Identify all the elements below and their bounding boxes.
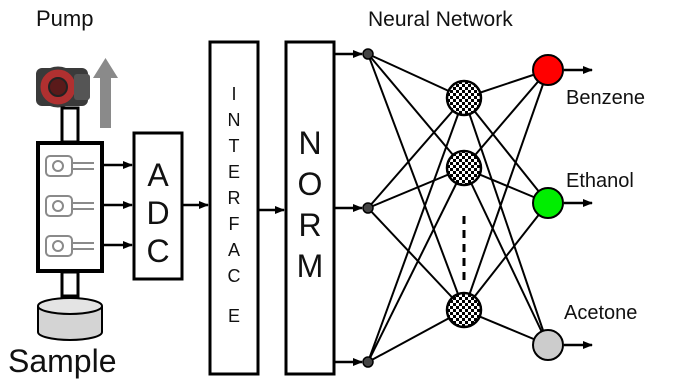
sample-container-icon	[37, 297, 103, 341]
interface-block	[208, 40, 260, 376]
input-layer	[362, 48, 374, 368]
pump-label: Pump	[36, 6, 93, 31]
connection-line	[367, 167, 465, 363]
tube-upper	[60, 106, 80, 144]
interface-letter: I	[231, 84, 236, 104]
connection-line	[367, 97, 465, 363]
pump-icon	[36, 66, 90, 108]
hidden-node	[445, 79, 483, 117]
interface-label: I N T E R F A C E	[228, 84, 241, 326]
interface-letter: T	[229, 136, 240, 156]
network-arrows	[334, 50, 593, 366]
adc-letter: D	[146, 195, 169, 231]
hidden-node	[445, 291, 483, 329]
connection-line	[367, 53, 465, 311]
interface-letter: A	[228, 240, 240, 260]
sample-label: Sample	[8, 343, 117, 379]
hidden-node	[445, 149, 483, 187]
norm-block	[284, 40, 336, 376]
adc-letter: C	[146, 233, 169, 269]
gas-sensor-icon	[45, 155, 94, 257]
neural-network-title: Neural Network	[368, 8, 513, 31]
output-label-benzene: Benzene	[566, 87, 645, 109]
norm-label: N O R M	[297, 125, 324, 284]
tube-lower	[60, 270, 80, 298]
interface-letter: F	[229, 214, 240, 234]
norm-letter: M	[297, 248, 324, 284]
interface-letter: C	[228, 266, 241, 286]
connection-line	[463, 97, 549, 204]
interface-letter: E	[228, 306, 240, 326]
input-node	[362, 48, 374, 60]
output-label-acetone: Acetone	[564, 302, 637, 324]
input-node	[362, 202, 374, 214]
output-node-acetone	[532, 329, 564, 361]
interface-letter: E	[228, 162, 240, 182]
input-node	[362, 356, 374, 368]
output-node-benzene	[532, 54, 564, 86]
adc-block	[132, 131, 184, 281]
connection-line	[367, 97, 465, 209]
output-label-ethanol: Ethanol	[566, 170, 634, 192]
connection-line	[463, 97, 549, 346]
connection-line	[367, 53, 465, 169]
sensor-chamber	[36, 141, 104, 273]
norm-letter: O	[298, 166, 323, 202]
connection-line	[463, 202, 549, 311]
norm-letter: R	[298, 207, 321, 243]
adc-label: A D C	[146, 157, 169, 269]
output-node-ethanol	[532, 187, 564, 219]
adc-letter: A	[147, 157, 169, 193]
pump-motor	[74, 74, 90, 100]
connection-line	[367, 207, 465, 311]
pump-rotor	[48, 77, 68, 97]
flow-up-arrow-icon	[93, 58, 118, 128]
connection-line	[463, 69, 549, 311]
norm-letter: N	[298, 125, 321, 161]
sensor-to-adc-arrows	[104, 161, 133, 249]
hidden-layer	[445, 79, 483, 329]
interface-letter: N	[228, 110, 241, 130]
connection-line	[463, 69, 549, 169]
interface-letter: R	[228, 188, 241, 208]
